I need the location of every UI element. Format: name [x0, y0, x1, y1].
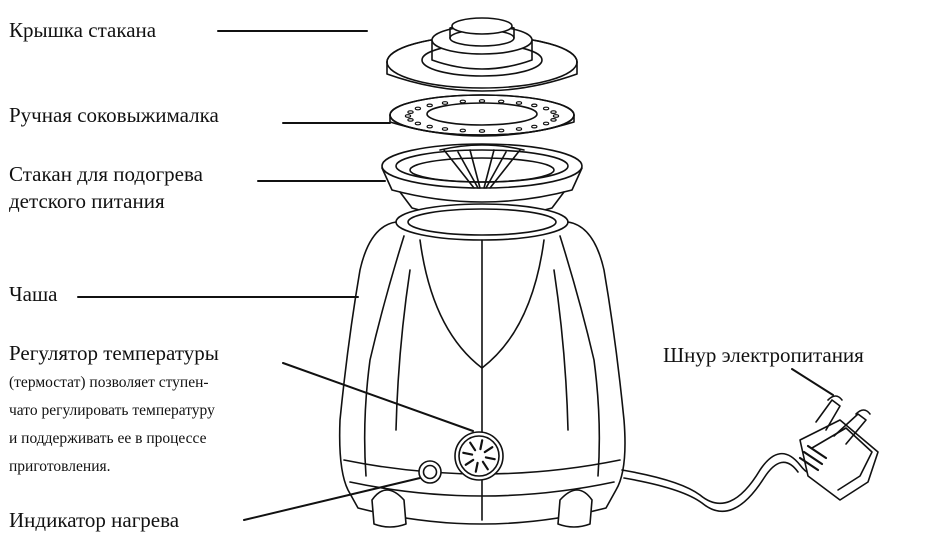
- leader-cord: [792, 369, 833, 395]
- label-cup-line2: детского питания: [9, 189, 165, 214]
- label-regulator-desc-4: приготовления.: [9, 455, 111, 479]
- power-cord: [622, 396, 878, 511]
- indicator-lamp: [419, 461, 441, 483]
- label-regulator-desc-2: чато регулировать температуру: [9, 399, 215, 423]
- juicer-part: [390, 95, 574, 136]
- label-regulator-desc-3: и поддерживать ее в процессе: [9, 427, 207, 451]
- leader-regulator: [283, 363, 473, 431]
- label-juicer: Ручная соковыжималка: [9, 103, 219, 128]
- label-regulator-desc-1: (термостат) позволяет ступен-: [9, 371, 209, 395]
- thermostat-knob: [455, 432, 503, 480]
- label-lid: Крышка стакана: [9, 18, 156, 43]
- label-cord: Шнур электропитания: [663, 343, 864, 368]
- label-indicator: Индикатор нагрева: [9, 508, 179, 533]
- lid-part: [387, 18, 577, 91]
- label-cup-line1: Стакан для подогрева: [9, 162, 203, 187]
- label-regulator-title: Регулятор температуры: [9, 341, 219, 366]
- label-bowl: Чаша: [9, 282, 57, 307]
